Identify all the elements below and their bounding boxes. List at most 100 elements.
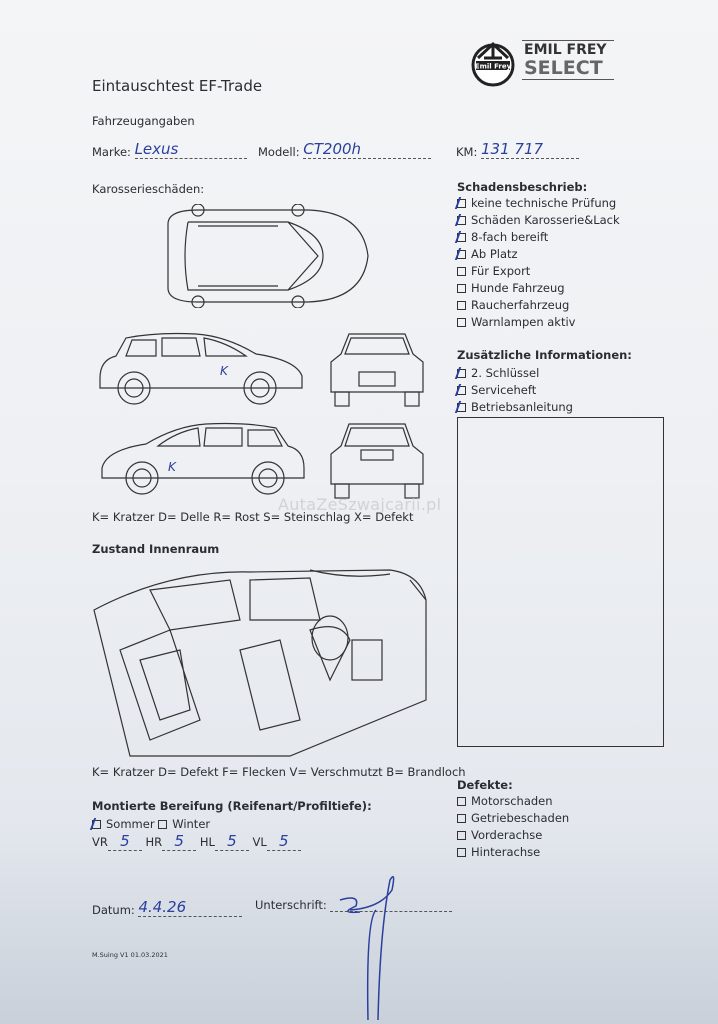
checkbox[interactable] <box>457 797 466 806</box>
svg-text:Emil Frey: Emil Frey <box>475 63 512 71</box>
damage-mark: K <box>168 460 176 474</box>
interior-legend: K= Kratzer D= Defekt F= Flecken V= Versc… <box>92 765 466 779</box>
tread-label: HR <box>145 835 163 849</box>
body-damage-heading: Karosserieschäden: <box>92 182 205 196</box>
checkbox-item[interactable]: Raucherfahrzeug <box>457 297 620 314</box>
brand-line1: EMIL FREY <box>524 42 607 58</box>
checkbox-item[interactable]: Getriebeschaden <box>457 810 569 827</box>
notes-box[interactable] <box>457 417 664 747</box>
checkbox-label: Schäden Karosserie&Lack <box>471 213 620 227</box>
date-label: Datum: <box>92 903 135 917</box>
checkbox-label: Serviceheft <box>471 383 537 397</box>
checkbox[interactable] <box>457 267 466 276</box>
checkbox[interactable] <box>457 318 466 327</box>
checkbox-item[interactable]: Hunde Fahrzeug <box>457 280 620 297</box>
date-field[interactable]: Datum: 4.4.26 <box>92 898 243 917</box>
date-value: 4.4.26 <box>138 898 243 917</box>
additional-info-heading: Zusätzliche Informationen: <box>457 348 632 362</box>
winter-checkbox[interactable]: Winter <box>158 817 210 831</box>
checkbox-item[interactable]: Ab Platz <box>457 246 620 263</box>
car-top-view-diagram[interactable] <box>158 204 372 308</box>
km-field[interactable]: KM: 131 717 <box>456 140 579 159</box>
model-label: Modell: <box>258 145 300 159</box>
checkbox-item[interactable]: Warnlampen aktiv <box>457 314 620 331</box>
checkbox-label: Hunde Fahrzeug <box>471 281 565 295</box>
checkbox-item[interactable]: Serviceheft <box>457 382 573 399</box>
emil-frey-seal-icon: Emil Frey <box>471 41 515 87</box>
damage-mark: K <box>220 364 228 378</box>
checkbox-item[interactable]: Vorderachse <box>457 827 569 844</box>
checkbox[interactable] <box>457 284 466 293</box>
checkbox[interactable] <box>158 820 168 829</box>
checkbox-item[interactable]: keine technische Prüfung <box>457 195 620 212</box>
winter-label: Winter <box>172 817 211 831</box>
checkbox[interactable] <box>457 403 466 412</box>
make-value: Lexus <box>134 140 247 159</box>
damage-description-heading: Schadensbeschrieb: <box>457 180 588 194</box>
make-label: Marke: <box>92 145 131 159</box>
signature-scribble <box>339 875 395 1020</box>
checkbox-label: Betriebsanleitung <box>471 400 573 414</box>
checkbox-item[interactable]: 2. Schlüssel <box>457 365 573 382</box>
checkbox[interactable] <box>457 301 466 310</box>
checkbox-item[interactable]: Motorschaden <box>457 793 569 810</box>
checkbox[interactable] <box>457 199 466 208</box>
checkbox-label: keine technische Prüfung <box>471 196 617 210</box>
checkbox-label: Raucherfahrzeug <box>471 298 570 312</box>
summer-label: Sommer <box>106 817 155 831</box>
model-field[interactable]: Modell: CT200h <box>258 140 432 159</box>
make-field[interactable]: Marke: Lexus <box>92 140 247 159</box>
checkbox-item[interactable]: Betriebsanleitung <box>457 399 573 416</box>
brand-line2: SELECT <box>524 57 603 79</box>
km-label: KM: <box>456 145 478 159</box>
tread-label: VL <box>252 835 267 849</box>
car-right-side-diagram[interactable] <box>96 420 308 500</box>
model-value: CT200h <box>303 140 432 159</box>
checkbox[interactable] <box>457 848 466 857</box>
summer-checkbox[interactable]: Sommer <box>92 817 155 831</box>
form-version-footer: M.Suing V1 01.03.2021 <box>92 951 168 959</box>
tread-value: 5 <box>107 833 142 851</box>
defects-heading: Defekte: <box>457 778 513 792</box>
page-title: Eintauschtest EF-Trade <box>92 77 263 95</box>
car-front-view-diagram[interactable] <box>325 328 429 410</box>
tread-value: 5 <box>214 833 249 851</box>
checkbox[interactable] <box>457 831 466 840</box>
checkbox[interactable] <box>92 820 101 829</box>
checkbox[interactable] <box>457 233 466 242</box>
checkbox[interactable] <box>457 250 466 259</box>
tread-value: 5 <box>162 833 197 851</box>
checkbox[interactable] <box>457 814 466 823</box>
checkbox[interactable] <box>457 386 466 395</box>
checkbox-item[interactable]: Hinterachse <box>457 844 569 861</box>
tires-heading: Montierte Bereifung (Reifenart/Profiltie… <box>92 799 372 813</box>
tread-label: VR <box>92 835 108 849</box>
checkbox-item[interactable]: Für Export <box>457 263 620 280</box>
body-damage-legend: K= Kratzer D= Delle R= Rost S= Steinschl… <box>92 510 414 524</box>
checkbox[interactable] <box>457 216 466 225</box>
checkbox-label: Für Export <box>471 264 531 278</box>
checkbox-label: Hinterachse <box>471 845 541 859</box>
checkbox-label: Vorderachse <box>471 828 543 842</box>
checkbox-item[interactable]: 8-fach bereift <box>457 229 620 246</box>
car-left-side-diagram[interactable] <box>96 330 306 410</box>
watermark: AutaZeSzwajcarii.pl <box>278 495 442 514</box>
tread-label: HL <box>199 835 215 849</box>
tread-value: 5 <box>266 833 301 851</box>
checkbox-item[interactable]: Schäden Karosserie&Lack <box>457 212 620 229</box>
km-value: 131 717 <box>481 140 579 159</box>
interior-diagram[interactable] <box>90 560 432 760</box>
vehicle-heading: Fahrzeugangaben <box>92 114 195 128</box>
checkbox[interactable] <box>457 369 466 378</box>
car-rear-view-diagram[interactable] <box>325 420 429 502</box>
signature-label: Unterschrift: <box>255 898 327 912</box>
signature-field[interactable]: Unterschrift: <box>255 898 453 912</box>
checkbox-label: Getriebeschaden <box>471 811 570 825</box>
